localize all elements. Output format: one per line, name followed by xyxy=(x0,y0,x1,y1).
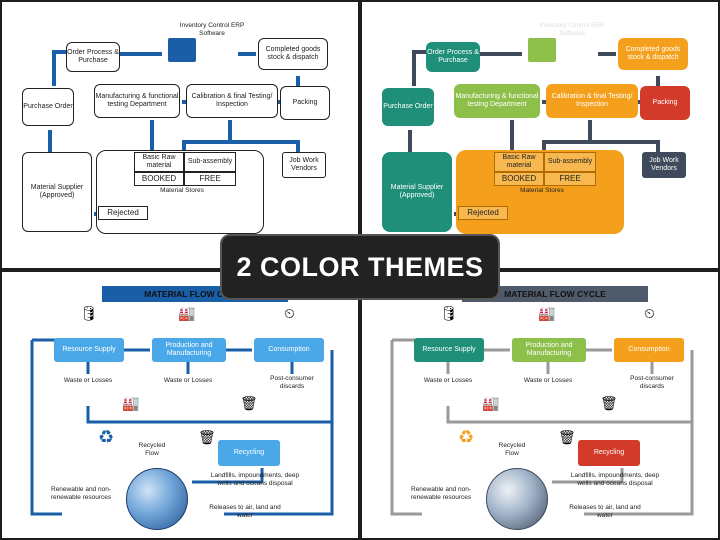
manufacturing-box[interactable]: Manufacturing & functional testing Depar… xyxy=(454,84,540,118)
computer-icon xyxy=(168,38,196,62)
material-supplier-box[interactable]: Material Supplier (Approved) xyxy=(22,152,92,232)
order-process-box[interactable]: Order Process & Purchase xyxy=(66,42,120,72)
sub-assembly-cell: Sub-assembly xyxy=(184,152,236,172)
landfills-label: Landfills, impoundments, deep wells and … xyxy=(210,472,300,487)
basic-raw-cell: Basic Raw material xyxy=(494,152,544,172)
job-work-box[interactable]: Job Work Vendors xyxy=(642,152,686,178)
booked-cell[interactable]: BOOKED xyxy=(134,172,184,186)
material-supplier-box[interactable]: Material Supplier (Approved) xyxy=(382,152,452,232)
globe-icon xyxy=(486,468,548,530)
sub-assembly-cell: Sub-assembly xyxy=(544,152,596,172)
resource-supply-box[interactable]: Resource Supply xyxy=(414,338,484,362)
releases-label: Releases to air, land and water xyxy=(569,504,641,519)
flow-panel-blue: MATERIAL FLOW CYCLE 🛢 🏭 ⏲ Resource Suppl… xyxy=(2,272,358,538)
trash-bags-icon: 🗑 xyxy=(240,395,258,411)
gauge-icon: ⏲ xyxy=(284,305,295,321)
job-work-box[interactable]: Job Work Vendors xyxy=(282,152,326,178)
waste-label-1: Waste or Losses xyxy=(423,377,473,384)
erp-panel-color: Inventory Control ERP Software Order Pro… xyxy=(362,2,718,268)
consumption-box[interactable]: Consumption xyxy=(254,338,324,362)
recycling-box[interactable]: Recycling xyxy=(218,440,280,466)
recycle-bin-icon: 🗑 xyxy=(198,429,216,445)
calibration-box[interactable]: Calibration & final Testing/ Inspection xyxy=(546,84,638,118)
recycle-bin-icon: 🗑 xyxy=(558,429,576,445)
rejected-box[interactable]: Rejected xyxy=(98,206,148,220)
basic-raw-cell: Basic Raw material xyxy=(134,152,184,172)
factory-icon: 🏭 xyxy=(538,305,556,321)
packing-box[interactable]: Packing xyxy=(640,86,690,120)
globe-icon xyxy=(126,468,188,530)
oil-rig-icon: 🛢 xyxy=(440,305,458,321)
landfills-label: Landfills, impoundments, deep wells and … xyxy=(570,472,660,487)
flow-panel-color: MATERIAL FLOW CYCLE 🛢 🏭 ⏲ Resource Suppl… xyxy=(362,272,718,538)
resource-supply-box[interactable]: Resource Supply xyxy=(54,338,124,362)
erp-software-label: Inventory Control ERP Software xyxy=(179,22,245,37)
renewable-label: Renewable and non-renewable resources xyxy=(410,486,472,501)
manufacturing-box[interactable]: Manufacturing & functional testing Depar… xyxy=(94,84,180,118)
production-box[interactable]: Production and Manufacturing xyxy=(512,338,586,362)
order-process-box[interactable]: Order Process & Purchase xyxy=(426,42,480,72)
material-stores-label: Material Stores xyxy=(520,187,564,194)
waste-label-2: Waste or Losses xyxy=(163,377,213,384)
purchase-order-box[interactable]: Purchase Order xyxy=(382,88,434,126)
completed-goods-box[interactable]: Completed goods stock & dispatch xyxy=(618,38,688,70)
recycled-flow-label: Recycled Flow xyxy=(498,442,526,457)
factory-waste-icon: 🏭 xyxy=(122,395,140,411)
gauge-icon: ⏲ xyxy=(644,305,655,321)
packing-box[interactable]: Packing xyxy=(280,86,330,120)
free-cell[interactable]: FREE xyxy=(544,172,596,186)
waste-label-2: Waste or Losses xyxy=(523,377,573,384)
recycle-icon: ♻ xyxy=(98,427,115,447)
renewable-label: Renewable and non-renewable resources xyxy=(50,486,112,501)
color-themes-banner: 2 COLOR THEMES xyxy=(220,234,500,300)
waste-label-1: Waste or Losses xyxy=(63,377,113,384)
recycling-box[interactable]: Recycling xyxy=(578,440,640,466)
post-consumer-label: Post-consumer discards xyxy=(630,375,674,390)
flow-title: MATERIAL FLOW CYCLE xyxy=(462,286,648,302)
production-box[interactable]: Production and Manufacturing xyxy=(152,338,226,362)
erp-panel-outline: Inventory Control ERP Software Order Pro… xyxy=(2,2,358,268)
erp-software-label: Inventory Control ERP Software xyxy=(539,22,605,37)
purchase-order-box[interactable]: Purchase Order xyxy=(22,88,74,126)
post-consumer-label: Post-consumer discards xyxy=(270,375,314,390)
factory-icon: 🏭 xyxy=(178,305,196,321)
recycled-flow-label: Recycled Flow xyxy=(138,442,166,457)
calibration-box[interactable]: Calibration & final Testing/ Inspection xyxy=(186,84,278,118)
flow-connectors xyxy=(30,338,334,516)
completed-goods-box[interactable]: Completed goods stock & dispatch xyxy=(258,38,328,70)
releases-label: Releases to air, land and water xyxy=(209,504,281,519)
factory-waste-icon: 🏭 xyxy=(482,395,500,411)
rejected-box[interactable]: Rejected xyxy=(458,206,508,220)
recycle-icon: ♻ xyxy=(458,427,475,447)
oil-rig-icon: 🛢 xyxy=(80,305,98,321)
free-cell[interactable]: FREE xyxy=(184,172,236,186)
computer-icon xyxy=(528,38,556,62)
material-stores-label: Material Stores xyxy=(160,187,204,194)
trash-bags-icon: 🗑 xyxy=(600,395,618,411)
consumption-box[interactable]: Consumption xyxy=(614,338,684,362)
booked-cell[interactable]: BOOKED xyxy=(494,172,544,186)
